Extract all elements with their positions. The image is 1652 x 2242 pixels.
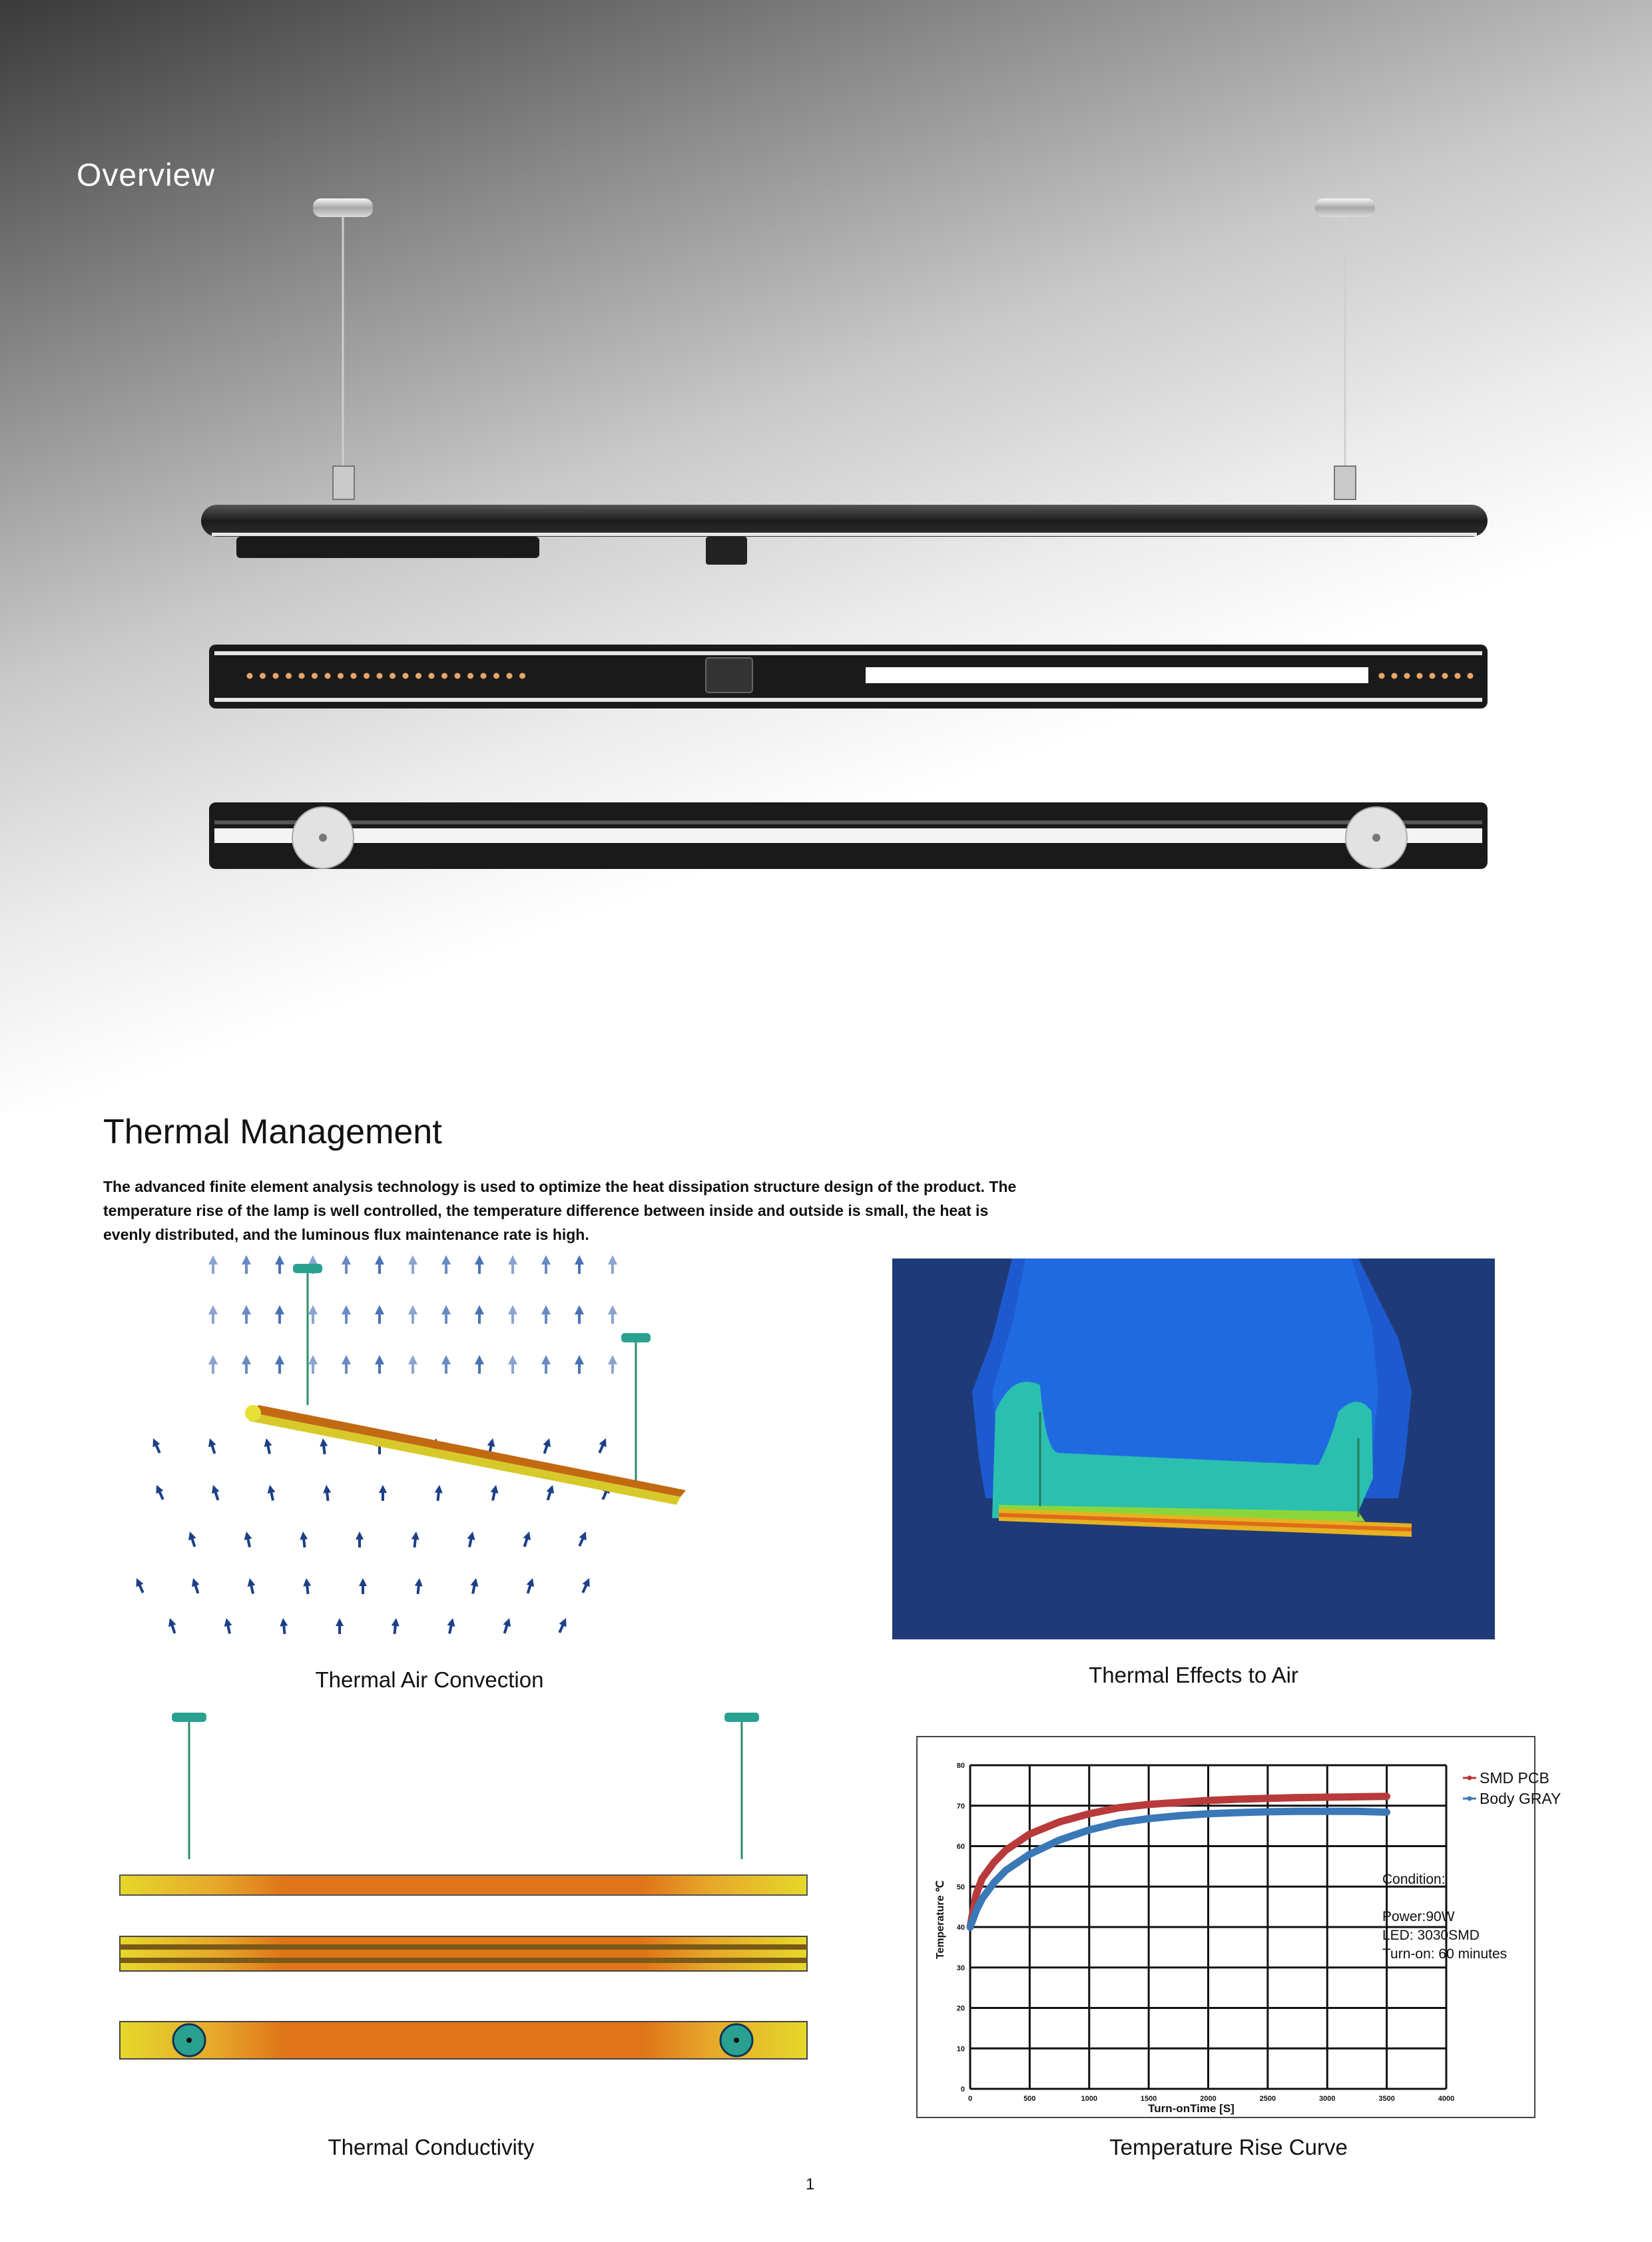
intro-paragraph: The advanced finite element analysis tec… — [103, 1178, 1017, 1243]
chart-y-tick: 30 — [957, 1964, 965, 1972]
conductivity-caption: Thermal Conductivity — [328, 2135, 535, 2159]
chart-y-tick: 10 — [957, 2045, 965, 2053]
chart-legend-label: SMD PCB — [1480, 1769, 1549, 1787]
temperature-rise-chart: 0 500 1000 1500 2000 2500 3000 3500 4000 0 10 20 30 4… — [916, 1736, 1561, 2118]
chart-y-tick: 0 — [961, 2086, 965, 2094]
ceiling-canopy-right — [1315, 198, 1375, 500]
spotlight-module — [236, 537, 539, 558]
chart-x-tick: 3000 — [1319, 2095, 1335, 2103]
chart-y-tick: 80 — [957, 1762, 965, 1770]
chart-condition-text: LED: 3030SMD — [1382, 1928, 1480, 1943]
conductivity-figure — [119, 1713, 808, 2060]
chart-condition-text: Condition: — [1382, 1872, 1446, 1887]
track-adapter — [706, 537, 747, 565]
chart-y-tick: 40 — [957, 1924, 965, 1932]
lamp-top-view — [209, 802, 1488, 869]
lamp-bottom-view — [209, 645, 1488, 708]
chart-legend-label: Body GRAY — [1480, 1790, 1561, 1807]
page-number: 1 — [806, 2175, 815, 2193]
chart-x-tick: 1000 — [1081, 2095, 1097, 2103]
chart-x-tick: 2500 — [1260, 2095, 1276, 2103]
section-title: Thermal Management — [103, 1113, 442, 1151]
chart-x-tick: 500 — [1023, 2095, 1035, 2103]
chart-y-tick: 60 — [957, 1843, 965, 1851]
effects-to-air-caption: Thermal Effects to Air — [1089, 1663, 1298, 1687]
air-convection-figure — [136, 1255, 686, 1635]
chart-xlabel: Turn-onTime [S] — [1148, 2102, 1235, 2115]
chart-ylabel: Temperature ℃ — [935, 1880, 946, 1959]
chart-series-line — [966, 1807, 1391, 1931]
chart-condition-text: Turn-on: 60 minutes — [1382, 1946, 1507, 1962]
overview-title: Overview — [77, 158, 216, 193]
chart-y-tick: 70 — [957, 1803, 965, 1811]
chart-y-tick: 50 — [957, 1883, 965, 1891]
ceiling-canopy-left — [313, 198, 373, 500]
lamp-body — [201, 505, 1488, 537]
pendant-lamp-illustration — [201, 198, 1488, 869]
chart-x-tick: 3500 — [1378, 2095, 1394, 2103]
chart-x-tick: 0 — [968, 2095, 972, 2103]
chart-x-tick: 4000 — [1438, 2095, 1454, 2103]
chart-condition-text: Power:90W — [1382, 1909, 1455, 1924]
rise-curve-caption: Temperature Rise Curve — [1109, 2135, 1348, 2159]
effects-to-air-figure — [892, 1259, 1495, 1639]
chart-x-tick: 2000 — [1200, 2095, 1216, 2103]
chart-series-line — [966, 1793, 1391, 1931]
chart-x-tick: 1500 — [1141, 2095, 1157, 2103]
chart-y-tick: 20 — [957, 2005, 965, 2013]
air-convection-caption: Thermal Air Convection — [315, 1667, 544, 1692]
